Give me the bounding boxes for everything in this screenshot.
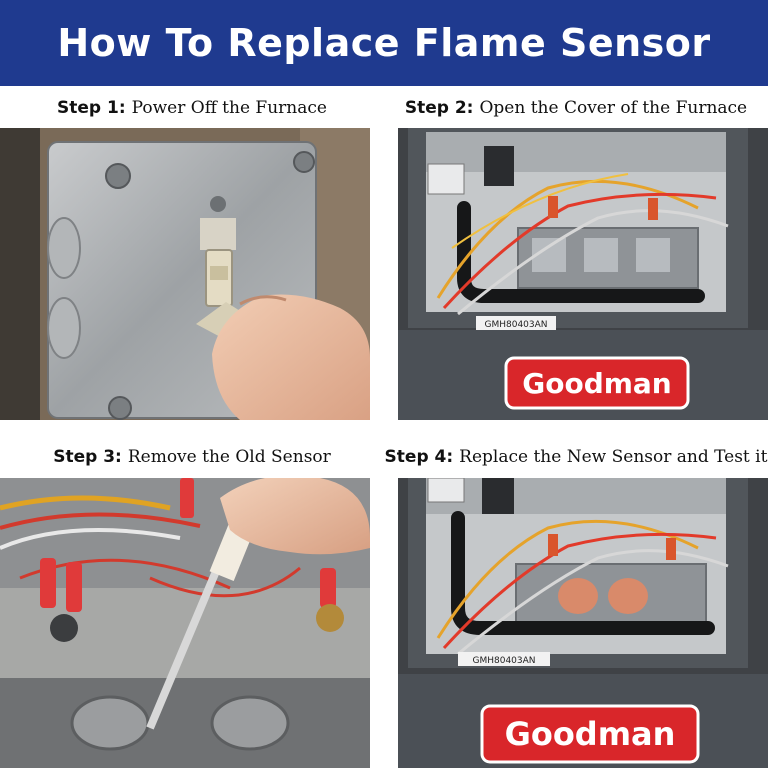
step-2-text: Open the Cover of the Furnace <box>479 98 748 118</box>
step-2-number: Step 2: <box>404 98 474 118</box>
step-1-number: Step 1: <box>57 98 126 118</box>
model-tag-4: GMH80403AN <box>472 656 535 666</box>
step-2-label: Step 2: Open the Cover of the Furnace <box>384 88 768 128</box>
brand-logo-2: Goodman <box>522 367 672 400</box>
title-banner: How To Replace Flame Sensor <box>0 0 768 86</box>
step-4-text: Replace the New Sensor and Test it <box>459 447 768 467</box>
brand-logo-4: Goodman <box>505 715 676 753</box>
furnace-open-illustration: GMH80403AN Goodman <box>398 128 768 420</box>
switch-box-illustration <box>0 128 370 420</box>
step-3-photo <box>0 478 370 768</box>
step-1-label: Step 1: Power Off the Furnace <box>0 88 384 128</box>
step-4-label: Step 4: Replace the New Sensor and Test … <box>384 437 768 477</box>
step-3-text: Remove the Old Sensor <box>127 447 331 467</box>
step-3-label: Step 3: Remove the Old Sensor <box>0 437 384 477</box>
page-title: How To Replace Flame Sensor <box>57 21 711 65</box>
sensor-removal-illustration <box>0 478 370 768</box>
step-1-text: Power Off the Furnace <box>131 98 327 118</box>
furnace-new-sensor-illustration: GMH80403AN Goodman <box>398 478 768 768</box>
model-tag-2: GMH80403AN <box>484 320 547 330</box>
step-1-photo <box>0 128 370 420</box>
step-2-photo: GMH80403AN Goodman <box>398 128 768 420</box>
step-4-photo: GMH80403AN Goodman <box>398 478 768 768</box>
step-4-number: Step 4: <box>384 447 454 467</box>
step-3-number: Step 3: <box>53 447 122 467</box>
